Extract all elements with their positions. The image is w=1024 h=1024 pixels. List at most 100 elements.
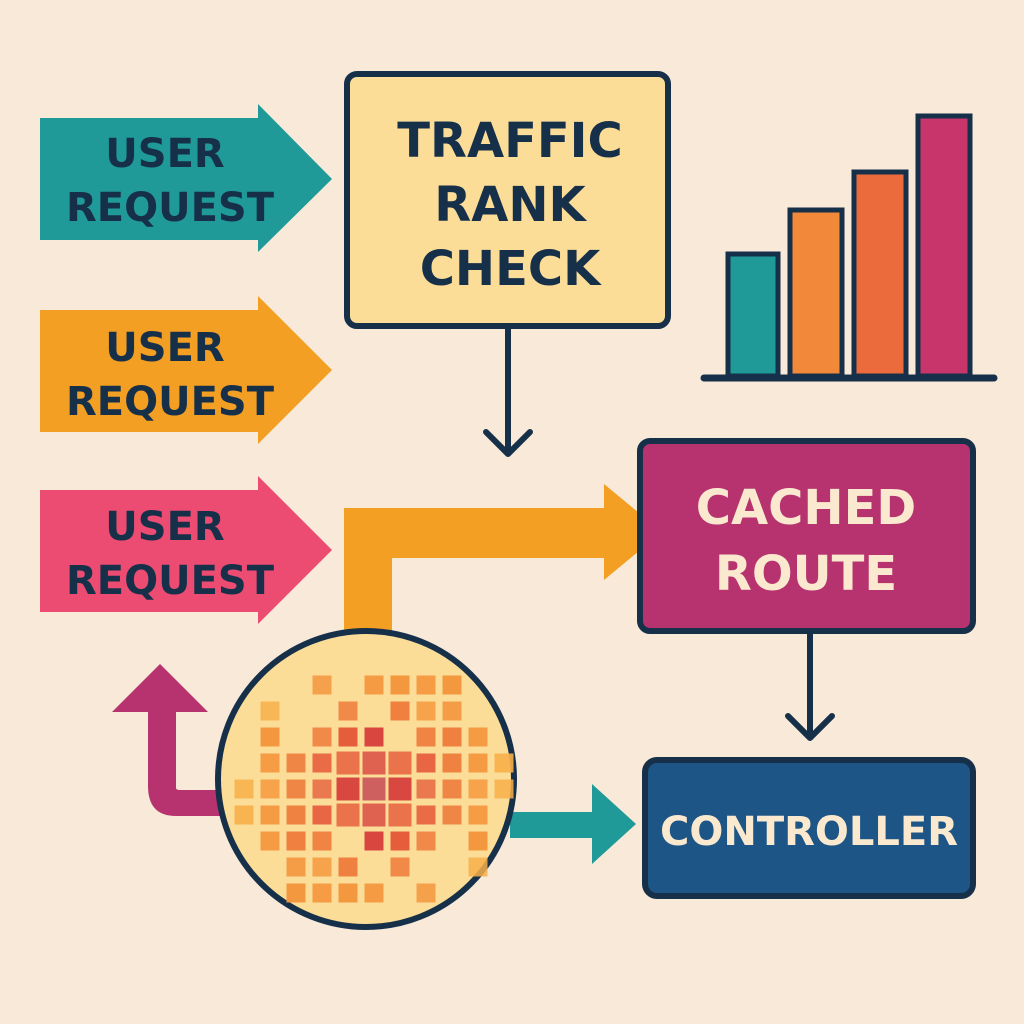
heatmap-cell <box>494 753 514 773</box>
heatmap-cell <box>390 675 410 695</box>
heatmap-cell <box>234 805 254 825</box>
heatmap-cell <box>286 857 306 877</box>
heatmap-cell <box>312 831 332 851</box>
request-arrow-shape <box>40 476 332 624</box>
cached-down-arrow <box>785 630 835 741</box>
request-label-line1: USER <box>105 131 224 177</box>
heatmap-cell <box>416 675 436 695</box>
cached-box-frame <box>637 438 976 634</box>
heatmap-cell <box>442 779 462 799</box>
heatmap-cell <box>312 883 332 903</box>
chart-bar-4 <box>915 113 973 379</box>
request-arrow-shape <box>40 104 332 252</box>
heatmap-cell <box>442 805 462 825</box>
heatmap-cell <box>388 751 412 775</box>
heatmap-circle-icon <box>215 628 517 930</box>
heatmap-cell <box>260 727 280 747</box>
heatmap-cell <box>286 883 306 903</box>
heatmap-cell <box>416 883 436 903</box>
heatmap-cell <box>494 779 514 799</box>
bar-chart-icon <box>700 113 998 382</box>
request-label-line1: USER <box>105 325 224 371</box>
chart-bar-2 <box>787 207 845 379</box>
heatmap-cell <box>416 701 436 721</box>
cached-label-line2: ROUTE <box>715 546 897 602</box>
heatmap-cell <box>336 803 360 827</box>
heatmap-cell <box>312 727 332 747</box>
heatmap-cell <box>312 753 332 773</box>
heatmap-cell <box>362 803 386 827</box>
heatmap-cell <box>364 727 384 747</box>
heatmap-cell <box>338 727 358 747</box>
user-request-arrow-1: USER REQUEST <box>40 104 332 252</box>
heatmap-cell <box>442 727 462 747</box>
request-arrow-shape <box>40 296 332 444</box>
heatmap-cell <box>468 805 488 825</box>
heatmap-cell <box>362 777 386 801</box>
heatmap-cell <box>364 883 384 903</box>
request-label-line2: REQUEST <box>66 185 275 231</box>
heatmap-cell <box>260 805 280 825</box>
controller-box-frame <box>642 757 976 899</box>
heatmap-cell <box>416 779 436 799</box>
heatmap-cell <box>468 831 488 851</box>
cached-label-line1: CACHED <box>696 480 916 536</box>
heatmap-cell <box>416 805 436 825</box>
traffic-rank-check-box: TRAFFIC RANK CHECK <box>344 71 671 329</box>
request-label-line1: USER <box>105 504 224 550</box>
chart-bar-1 <box>725 251 781 379</box>
heatmap-cells <box>234 675 514 903</box>
heatmap-cell <box>312 779 332 799</box>
traffic-down-arrow <box>483 325 533 457</box>
heatmap-cell <box>336 777 360 801</box>
heatmap-cell <box>416 753 436 773</box>
loop-back-arrow <box>112 664 224 816</box>
cache-route-arrow <box>344 484 662 636</box>
heatmap-cell <box>260 701 280 721</box>
heatmap-cell <box>468 857 488 877</box>
heatmap-cell <box>468 753 488 773</box>
heatmap-cell <box>390 857 410 877</box>
heatmap-cell <box>442 675 462 695</box>
heatmap-cell <box>260 779 280 799</box>
heatmap-cell <box>286 753 306 773</box>
heatmap-cell <box>468 727 488 747</box>
traffic-label-line1: TRAFFIC <box>397 113 623 169</box>
heatmap-cell <box>312 857 332 877</box>
heatmap-cell <box>468 779 488 799</box>
heatmap-cell <box>442 753 462 773</box>
chart-bar-3 <box>851 169 909 379</box>
heatmap-cell <box>286 805 306 825</box>
heatmap-cell <box>388 777 412 801</box>
controller-box: CONTROLLER <box>642 757 976 899</box>
heatmap-cell <box>338 857 358 877</box>
heatmap-cell <box>312 805 332 825</box>
heatmap-cell <box>416 831 436 851</box>
traffic-label-line3: CHECK <box>420 241 602 297</box>
request-label-line2: REQUEST <box>66 379 275 425</box>
heatmap-cell <box>388 803 412 827</box>
user-request-arrow-3: USER REQUEST <box>40 476 332 624</box>
heatmap-cell <box>416 727 436 747</box>
heatmap-cell <box>362 751 386 775</box>
heatmap-cell <box>390 831 410 851</box>
heatmap-cell <box>338 701 358 721</box>
heatmap-cell <box>286 831 306 851</box>
heatmap-cell <box>364 831 384 851</box>
heatmap-cell <box>260 831 280 851</box>
heatmap-cell <box>390 701 410 721</box>
traffic-label-line2: RANK <box>434 177 587 233</box>
heatmap-cell <box>364 675 384 695</box>
heatmap-cell <box>312 675 332 695</box>
heatmap-cell <box>234 779 254 799</box>
controller-arrow <box>510 784 636 864</box>
heatmap-cell <box>442 701 462 721</box>
heatmap-cell <box>336 751 360 775</box>
request-label-line2: REQUEST <box>66 558 275 604</box>
controller-label: CONTROLLER <box>660 809 958 855</box>
heatmap-cell <box>260 753 280 773</box>
cached-route-box: CACHED ROUTE <box>637 438 976 634</box>
user-request-arrow-2: USER REQUEST <box>40 296 332 444</box>
